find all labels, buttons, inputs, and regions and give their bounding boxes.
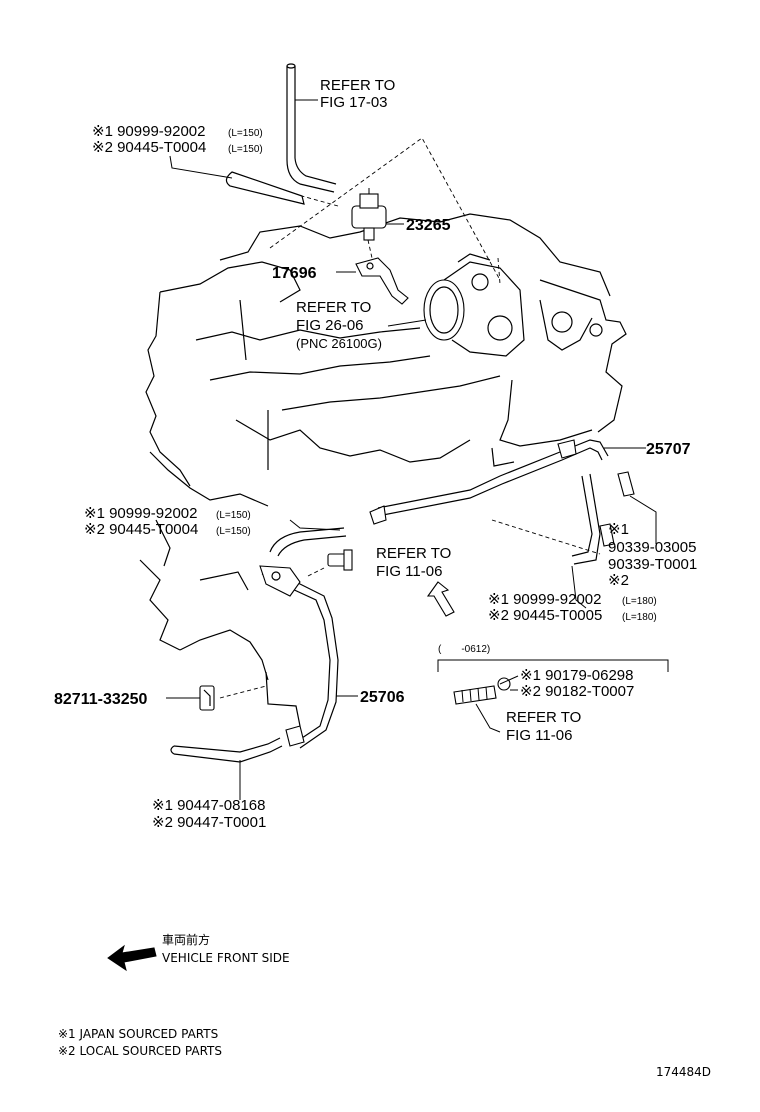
front-arrow-icon: [107, 944, 157, 972]
top-pipe: [225, 63, 337, 205]
refer-17-03-line2: FIG 17-03: [320, 94, 388, 111]
clip-mark2: ※2: [608, 572, 629, 589]
union-fitting-symbol: [327, 549, 353, 571]
nut-part1: ※1 90179-06298: [520, 667, 634, 684]
pipe-25706-symbol: [259, 565, 339, 749]
refer-11-06a-line1: REFER TO: [376, 545, 451, 562]
labels: REFER TO FIG 17-03 ※1 90999-92002 (L=150…: [54, 77, 711, 1079]
hose-top-length2: (L=150): [228, 144, 263, 155]
bottom-hose-symbol: [170, 737, 283, 763]
hose-top-length1: (L=150): [228, 128, 263, 139]
bracket-82711-symbol: [199, 685, 215, 711]
drawing-number: 174484D: [656, 1065, 711, 1079]
stud-nut-symbol: [453, 677, 511, 705]
bracket-17696-symbol: [355, 257, 409, 305]
hose-right-part2: ※2 90445-T0005: [488, 607, 602, 624]
dashed-guides: [219, 137, 601, 699]
hose-mid-part1: ※1 90999-92002: [84, 505, 198, 522]
refer-26-06-pnc: (PNC 26100G): [296, 336, 382, 351]
hose-top-part2: ※2 90445-T0004: [92, 139, 206, 156]
hose-right-length1: (L=180): [622, 596, 657, 607]
part-25706-label: 25706: [360, 689, 405, 706]
hose-mid-length1: (L=150): [216, 510, 251, 521]
front-jp-label: 車両前方: [162, 932, 210, 947]
hose-bottom-part2: ※2 90447-T0001: [152, 814, 266, 831]
part-25707-label: 25707: [646, 441, 691, 458]
direction-arrows: [107, 581, 455, 972]
refer-11-06b-line2: FIG 11-06: [506, 727, 572, 744]
front-en-label: VEHICLE FRONT SIDE: [162, 951, 290, 965]
part-23265-label: 23265: [406, 217, 451, 234]
part-82711-label: 82711-33250: [54, 691, 148, 708]
footnote-1: ※1 JAPAN SOURCED PARTS: [58, 1027, 218, 1041]
refer-11-06b-line1: REFER TO: [506, 709, 581, 726]
part-17696-label: 17696: [272, 265, 317, 282]
refer-26-06-line1: REFER TO: [296, 299, 371, 316]
clip-part2: 90339-T0001: [608, 556, 697, 573]
hose-top-part1: ※1 90999-92002: [92, 123, 206, 140]
footnote-2: ※2 LOCAL SOURCED PARTS: [58, 1044, 222, 1058]
hose-bottom-part1: ※1 90447-08168: [152, 797, 266, 814]
middle-hose-symbol: [269, 527, 347, 557]
hose-right-part1: ※1 90999-92002: [488, 591, 602, 608]
date-range: ( -0612): [438, 644, 490, 655]
view-arrow-icon: [426, 581, 455, 617]
refer-17-03-line1: REFER TO: [320, 77, 395, 94]
right-hose-symbol: [571, 473, 615, 565]
clip-part1: 90339-03005: [608, 539, 696, 556]
vsv-23265-symbol: [351, 188, 387, 241]
refer-26-06-line2: FIG 26-06: [296, 317, 364, 334]
hose-right-length2: (L=180): [622, 612, 657, 623]
clip-mark1: ※1: [608, 521, 629, 538]
hose-mid-length2: (L=150): [216, 526, 251, 537]
leader-lines: [166, 99, 669, 800]
hose-mid-part2: ※2 90445-T0004: [84, 521, 198, 538]
pipe-25707-symbol: [369, 439, 635, 525]
refer-11-06a-line2: FIG 11-06: [376, 563, 442, 580]
throttle-body: [423, 253, 525, 357]
nut-part2: ※2 90182-T0007: [520, 683, 634, 700]
engine-block: [139, 213, 627, 681]
